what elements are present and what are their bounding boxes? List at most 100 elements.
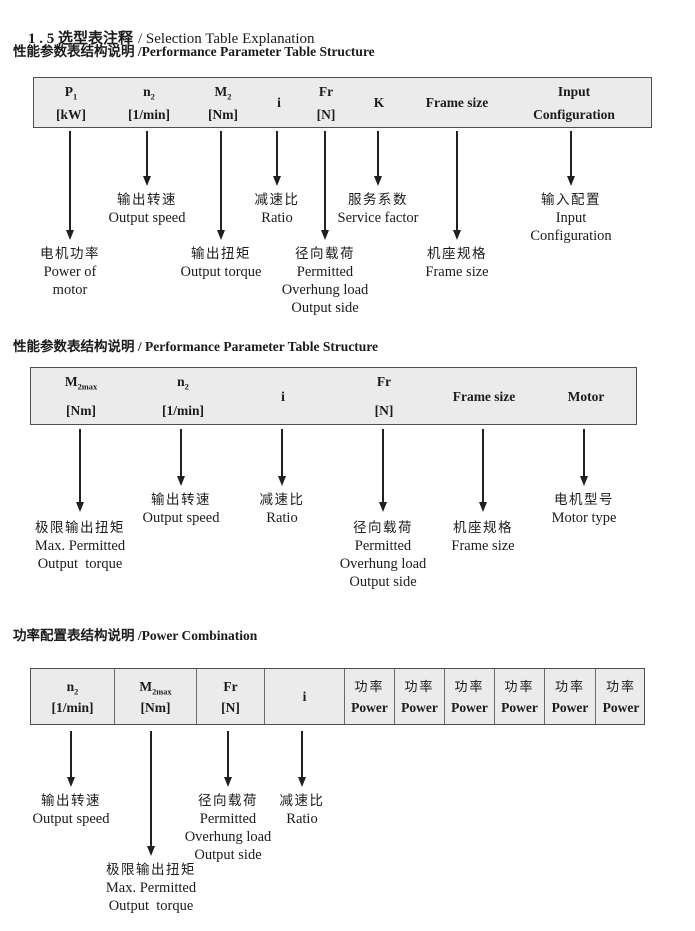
down-arrow-ratio (281, 429, 283, 476)
text-line: 机座规格 (453, 520, 513, 535)
text-line: i (281, 388, 285, 404)
text-line: Output side (194, 847, 262, 863)
text-line: Output speed (32, 811, 110, 827)
performance-table-2-header: M2max[Nm] n2 [1/min] i Fr[N] Frame size Motor (30, 367, 637, 425)
text-line: 输出扭矩 (190, 246, 251, 261)
text-line: [Nm] (65, 403, 96, 418)
column-power-5: 功率 Power (544, 669, 595, 724)
text-line: Ratio (266, 510, 298, 526)
down-arrow-output-speed (146, 131, 148, 176)
text-line: [1/min] (51, 699, 94, 715)
text-line: motor (52, 282, 88, 298)
text-line: [Nm] (208, 106, 238, 122)
text-line: i (277, 95, 281, 110)
column-frame-size: Frame size (426, 78, 489, 127)
text-line: 功率 (605, 678, 636, 694)
down-arrow-output-speed (180, 429, 182, 476)
text-line: n2 (66, 678, 79, 697)
section-heading-performance-2: 性能参数表结构说明 / Performance Parameter Table … (13, 339, 379, 354)
column-fr: Fr[N] (196, 669, 264, 724)
text-line: [Nm] (140, 699, 171, 715)
down-arrow-overhung-load (382, 429, 384, 502)
text-line: Input (557, 83, 591, 99)
text-line: Output torque (37, 556, 123, 572)
column-m2max: M2max[Nm] (65, 368, 97, 424)
text-line: Permitted (354, 538, 412, 554)
text-line: Motor (567, 388, 605, 404)
text-line: [N] (221, 699, 240, 715)
text-line: 功率 (504, 678, 535, 694)
down-arrow-input-configuration (570, 131, 572, 176)
text-line: Output torque (108, 898, 194, 914)
column-i: i (277, 78, 281, 127)
text-line: Motor type (551, 510, 617, 526)
text-line: Power (401, 699, 438, 715)
column-m2: M2 [Nm] (208, 78, 238, 127)
text-line: M2 (214, 83, 232, 102)
column-frame-size: Frame size (453, 368, 516, 424)
down-arrow-power-of-motor (69, 131, 71, 230)
text-line: 功率 (554, 678, 585, 694)
text-line: Power (501, 699, 538, 715)
column-power-3: 功率 Power (444, 669, 494, 724)
down-arrow-motor-type (583, 429, 585, 476)
down-arrow-service-factor (377, 131, 379, 176)
text-line: 电机型号 (554, 492, 614, 507)
text-line: [1/min] (162, 403, 204, 418)
text-line: 减速比 (279, 793, 325, 808)
text-line: [kW] (56, 106, 86, 122)
text-line: Overhung load (339, 556, 427, 572)
text-line: Permitted (199, 811, 257, 827)
text-line: Frame size (451, 538, 515, 554)
down-arrow-overhung-load (324, 131, 326, 230)
text-line: Frame size (425, 95, 489, 110)
section-heading-power-combination: 功率配置表结构说明 /Power Combination (13, 628, 258, 643)
text-line: Power (451, 699, 488, 715)
down-arrow-max-output-torque (150, 731, 152, 846)
text-line: 功率 (404, 678, 435, 694)
text-line: Permitted (296, 264, 354, 280)
column-fr: Fr[N] (375, 368, 394, 424)
text-line: Input (555, 210, 587, 226)
text-line: n2 (177, 374, 189, 392)
text-line: Frame size (452, 388, 516, 404)
page-title-section-number: 1 . 5 选型表注释 (28, 31, 134, 47)
text-line: 功率 (454, 678, 485, 694)
column-i: i (264, 669, 344, 724)
text-line: Overhung load (281, 282, 369, 298)
label-frame-size: 机座规格 Frame size (451, 519, 514, 555)
text-line: 径向载荷 (352, 520, 413, 535)
text-line: 机座规格 (427, 246, 487, 261)
text-line: 电机功率 (40, 246, 100, 261)
text-line: Ratio (286, 811, 318, 827)
text-line: Power (551, 699, 589, 715)
text-line: Max. Permitted (34, 538, 126, 554)
column-n2: n2 [1/min] (162, 368, 204, 424)
text-line: Ratio (261, 210, 293, 226)
column-n2: n2 [1/min] (31, 669, 114, 724)
down-arrow-ratio (301, 731, 303, 777)
text-line: Frame size (425, 264, 489, 280)
text-line: 极限输出扭矩 (35, 520, 125, 535)
down-arrow-output-torque (220, 131, 222, 230)
label-motor-type: 电机型号 Motor type (552, 491, 617, 527)
down-arrow-overhung-load (227, 731, 229, 777)
label-frame-size: 机座规格 Frame size (425, 245, 488, 281)
text-line: Fr (318, 83, 334, 99)
text-line: [1/min] (128, 106, 170, 122)
